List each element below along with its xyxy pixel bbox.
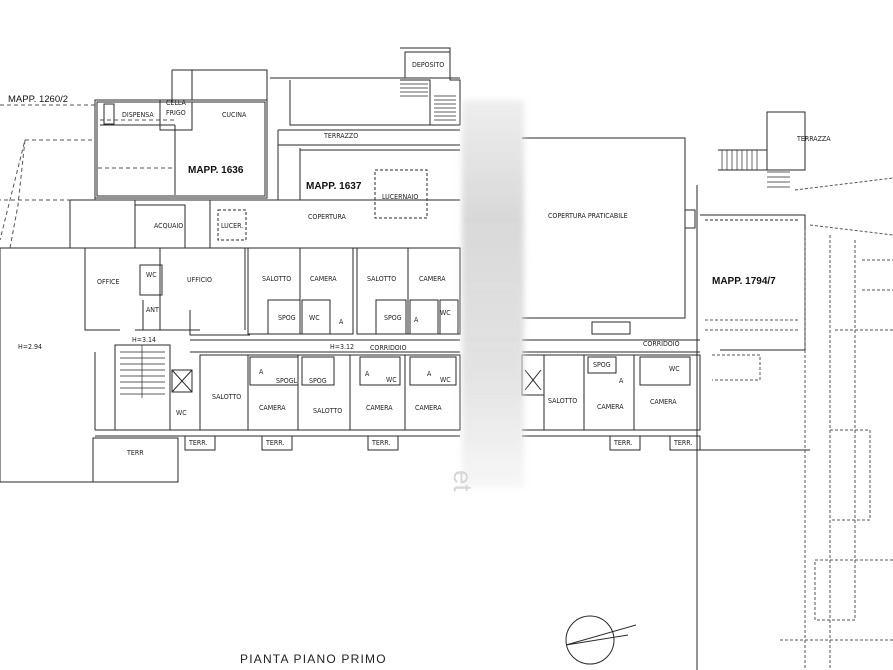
room-copertura-praticabile: COPERTURA PRATICABILE bbox=[548, 212, 628, 220]
neighbor-building bbox=[705, 177, 893, 670]
label-corridoio-1: CORRIDOIO bbox=[370, 344, 407, 352]
terraces bbox=[92, 435, 701, 483]
north-arrow bbox=[565, 615, 637, 665]
room-spog-1: SPOG bbox=[278, 314, 296, 322]
room-a-1: A bbox=[339, 318, 344, 326]
room-ufficio: UFFICIO bbox=[187, 276, 212, 284]
room-terr-4: TERR. bbox=[614, 439, 633, 447]
room-lucer: LUCER. bbox=[221, 222, 244, 230]
parcel-label-1260: MAPP. 1260/2 bbox=[8, 94, 69, 105]
room-spog-3: SPOG bbox=[309, 377, 327, 385]
room-cucina: CUCINA bbox=[222, 111, 247, 119]
room-salotto-2: SALOTTO bbox=[367, 275, 397, 283]
deposito-block bbox=[270, 47, 461, 126]
room-anti: ANTI bbox=[146, 306, 161, 314]
room-wc-office: WC bbox=[146, 271, 157, 279]
room-frigo: FRIGO bbox=[166, 109, 186, 117]
office-row bbox=[84, 247, 460, 336]
room-a-5: A bbox=[427, 370, 432, 378]
room-lucernaio: LUCERNAIO bbox=[382, 193, 419, 201]
room-camera-3: CAMERA bbox=[259, 404, 286, 412]
redaction-blur bbox=[462, 100, 524, 488]
room-camera-4: CAMERA bbox=[366, 404, 393, 412]
room-salotto-5: SALOTTO bbox=[548, 397, 578, 405]
kitchen-block bbox=[94, 69, 268, 199]
room-camera-2: CAMERA bbox=[419, 275, 446, 283]
parcel-label-1636: MAPP. 1636 bbox=[188, 165, 244, 176]
room-a-2: A bbox=[414, 316, 419, 324]
suite-row-top bbox=[247, 247, 461, 335]
room-terrazzo: TERRAZZO bbox=[324, 132, 359, 140]
room-salotto-1: SALOTTO bbox=[262, 275, 292, 283]
watermark-glyph: et bbox=[448, 470, 478, 492]
room-terr-big: TERR bbox=[127, 449, 144, 457]
room-terr-1: TERR. bbox=[189, 439, 208, 447]
suite-row-bottom bbox=[94, 344, 461, 437]
room-spog-2: SPOG bbox=[384, 314, 402, 322]
room-wc-6: WC bbox=[669, 365, 680, 373]
corridor-walls bbox=[190, 339, 460, 353]
room-deposito: DEPOSITO bbox=[412, 61, 445, 69]
room-wc-3: WC bbox=[386, 376, 397, 384]
room-camera-7: CAMERA bbox=[650, 398, 677, 406]
room-a-3: A bbox=[259, 368, 264, 376]
room-a-4: A bbox=[365, 370, 370, 378]
room-terr-3: TERR. bbox=[372, 439, 391, 447]
plan-caption: PIANTA PIANO PRIMO bbox=[240, 652, 387, 666]
right-building bbox=[696, 111, 810, 670]
copertura-praticabile bbox=[522, 137, 696, 335]
parcel-label-1637: MAPP. 1637 bbox=[306, 181, 362, 192]
height-label-312: H=3.12 bbox=[330, 343, 355, 351]
room-camera-5: CAMERA bbox=[415, 404, 442, 412]
room-wc-1: WC bbox=[309, 314, 320, 322]
room-camera-6: CAMERA bbox=[597, 403, 624, 411]
room-salotto-3: SALOTTO bbox=[212, 393, 242, 401]
height-label-314: H=3.14 bbox=[132, 336, 157, 344]
room-a-6: A bbox=[619, 377, 624, 385]
room-spogl-1: SPOGL bbox=[276, 377, 298, 385]
room-terr-5: TERR. bbox=[674, 439, 693, 447]
room-acquaio: ACQUAIO bbox=[154, 222, 184, 230]
room-wc-5: WC bbox=[176, 409, 187, 417]
room-wc-2: WC bbox=[440, 309, 451, 317]
room-office: OFFICE bbox=[97, 278, 120, 286]
label-corridoio-2: CORRIDOIO bbox=[643, 340, 680, 348]
room-spog-4: SPOG bbox=[593, 361, 611, 369]
room-salotto-4: SALOTTO bbox=[313, 407, 343, 415]
parcel-label-1794: MAPP. 1794/7 bbox=[712, 276, 776, 287]
parcel-boundary-left bbox=[0, 104, 175, 249]
room-terr-2: TERR. bbox=[266, 439, 285, 447]
height-label-294: H=2.94 bbox=[18, 343, 43, 351]
suite-row-bottom-right bbox=[521, 354, 701, 437]
room-dispensa: DISPENSA bbox=[122, 111, 154, 119]
room-wc-4: WC bbox=[440, 376, 451, 384]
room-terrazza: TERRAZZA bbox=[797, 135, 831, 143]
room-cella: CELLA bbox=[166, 99, 186, 107]
room-camera-1: CAMERA bbox=[310, 275, 337, 283]
room-copertura: COPERTURA bbox=[308, 213, 346, 221]
